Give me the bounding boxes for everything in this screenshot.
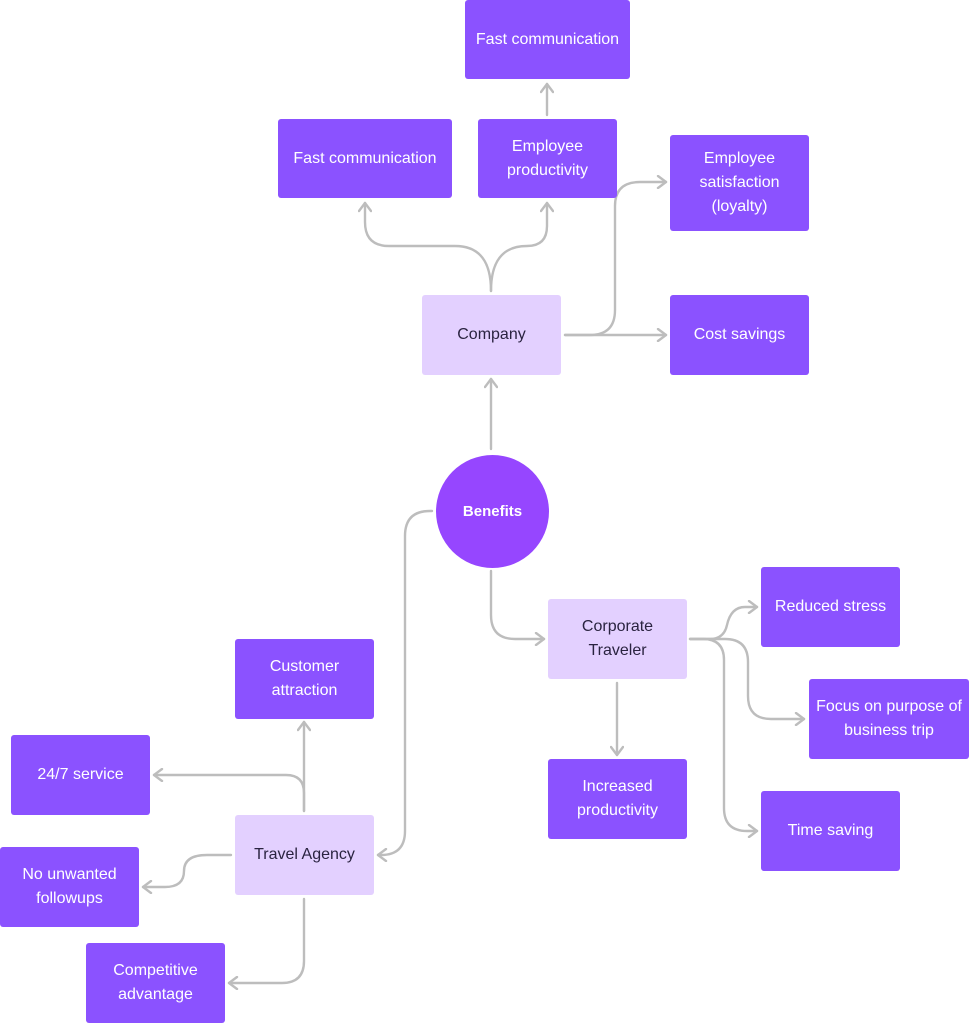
node-travel-agency: Travel Agency <box>235 815 374 895</box>
node-fast-communication-top: Fast communication <box>465 0 630 79</box>
node-employee-productivity: Employee productivity <box>478 119 617 198</box>
node-fast-communication-left: Fast communication <box>278 119 452 198</box>
node-competitive-advantage: Competitive advantage <box>86 943 225 1023</box>
edge-corporate-traveler-reduced-stress <box>688 607 759 641</box>
node-no-unwanted-followups: No unwanted followups <box>0 847 139 927</box>
node-time-saving: Time saving <box>761 791 900 871</box>
edge-corporate-traveler-focus <box>688 637 806 719</box>
node-increased-productivity: Increased productivity <box>548 759 687 839</box>
edge-travel-agency-competitive-advantage <box>227 897 306 983</box>
edge-company-employee-satisfaction <box>563 182 668 337</box>
node-company: Company <box>422 295 561 375</box>
edge-company-fast-communication-left <box>365 201 493 293</box>
node-customer-attraction: Customer attraction <box>235 639 374 719</box>
node-reduced-stress: Reduced stress <box>761 567 900 647</box>
node-employee-satisfaction: Employee satisfaction (loyalty) <box>670 135 809 231</box>
node-benefits-root: Benefits <box>436 455 549 568</box>
edge-company-employee-productivity <box>489 201 547 293</box>
edge-travel-agency-no-unwanted-followups <box>141 853 233 887</box>
node-focus-on-purpose: Focus on purpose of business trip <box>809 679 969 759</box>
node-24-7-service: 24/7 service <box>11 735 150 815</box>
edge-benefits-travel-agency <box>376 509 434 855</box>
edge-travel-agency-24-7-service <box>152 775 306 813</box>
edge-benefits-corporate-traveler <box>489 569 546 639</box>
edge-corporate-traveler-time-saving <box>688 637 759 831</box>
node-cost-savings: Cost savings <box>670 295 809 375</box>
node-corporate-traveler: Corporate Traveler <box>548 599 687 679</box>
